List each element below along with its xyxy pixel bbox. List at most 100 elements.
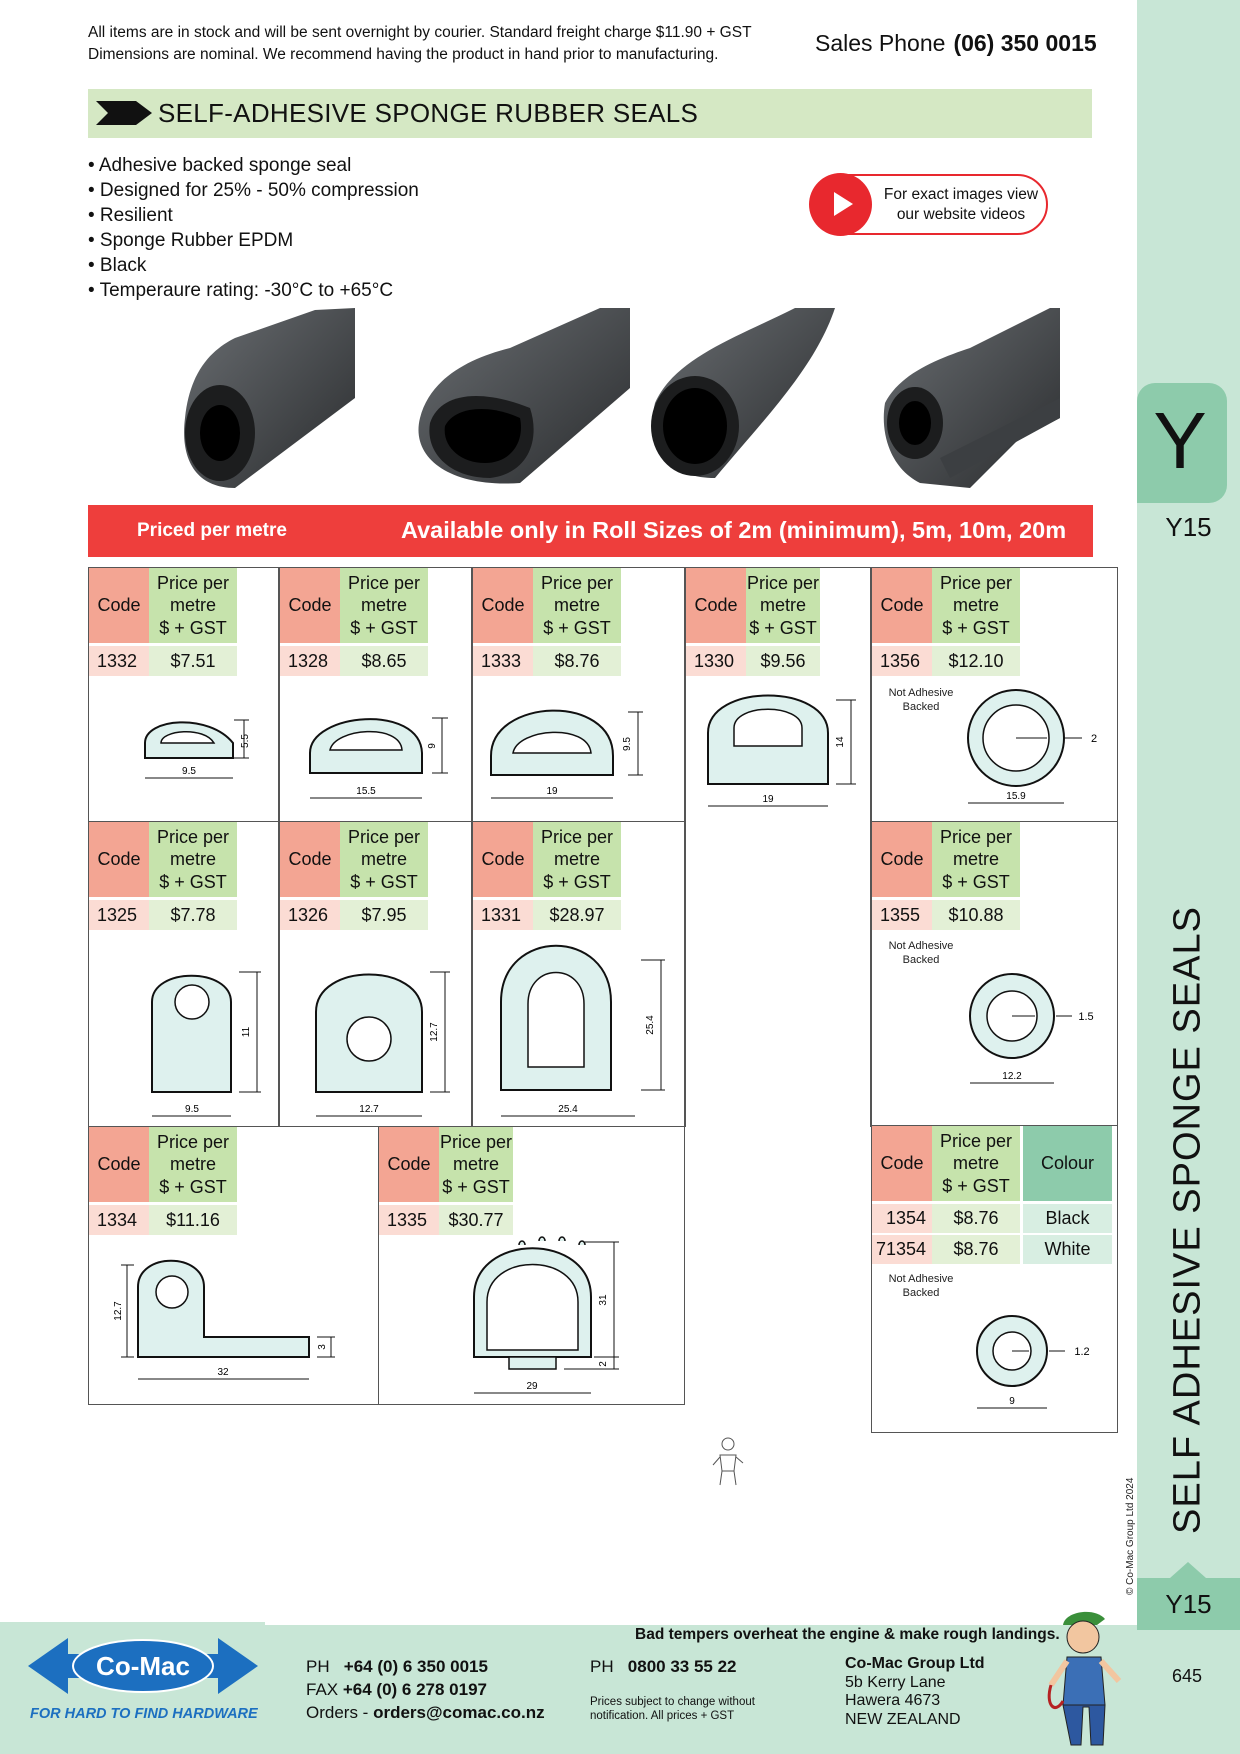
page-code-top: Y15	[1165, 512, 1212, 542]
dimension-label: 12.7	[359, 1104, 379, 1115]
title-bar: SELF-ADHESIVE SPONGE RUBBER SEALS	[88, 89, 1092, 138]
code-header: Code	[872, 568, 932, 643]
footer-tagline: Bad tempers overheat the engine & make r…	[635, 1626, 1060, 1643]
product-code: 1335	[379, 1205, 439, 1235]
dimensions-note: Dimensions are nominal. We recommend hav…	[88, 46, 719, 63]
product-code: 1333	[473, 646, 533, 676]
dimension-label: 9.5	[182, 766, 196, 777]
profile-diagram: 14 19	[707, 694, 856, 807]
product-code: 1356	[872, 646, 932, 676]
dimension-label: 9.5	[185, 1104, 199, 1115]
code-header: Code	[89, 822, 149, 897]
product-code: 1331	[473, 900, 533, 930]
code-header: Code	[89, 568, 149, 643]
dimension-label: 9	[1009, 1396, 1015, 1407]
product-code: 1332	[89, 646, 149, 676]
logo-slogan: FOR HARD TO FIND HARDWARE	[30, 1706, 258, 1720]
video-label: For exact images view	[883, 186, 1039, 203]
dimension-label: 32	[217, 1367, 229, 1378]
product-price: $10.88	[932, 900, 1020, 930]
profile-diagram: 9.5 19	[490, 709, 643, 799]
product-code: 1328	[280, 646, 340, 676]
product-code: 1330	[686, 646, 746, 676]
page-number: 645	[1172, 1666, 1203, 1686]
dimension-label: 5.5	[240, 734, 251, 748]
feature-item: • Temperaure rating: -30°C to +65°C	[88, 280, 394, 301]
dimension-label: 14	[835, 736, 846, 748]
footer-phone-2: PH 0800 33 55 22	[590, 1657, 737, 1676]
seal-photo	[184, 308, 355, 488]
feature-item: • Black	[88, 255, 147, 276]
bottom-page-tab: Y15	[1137, 1562, 1240, 1630]
code-header: Code	[280, 568, 340, 643]
feature-item: • Resilient	[88, 205, 173, 226]
product-price: $28.97	[533, 900, 621, 930]
code-header: Code	[872, 1126, 932, 1201]
product-price: $11.16	[149, 1205, 237, 1235]
dimension-label: 2	[1091, 733, 1097, 745]
dimension-label: 29	[526, 1381, 538, 1392]
product-price: $7.78	[149, 900, 237, 930]
comac-logo[interactable]: Co-Mac FOR HARD TO FIND HARDWARE	[28, 1628, 258, 1720]
dimension-label: 25.4	[645, 1015, 656, 1035]
footer-orders: Orders - orders@comac.co.nz	[306, 1703, 545, 1722]
profile-diagram: 2 15.9	[967, 689, 1097, 804]
product-code: 1325	[89, 900, 149, 930]
sales-number: (06) 350 0015	[953, 30, 1097, 56]
footer	[0, 1625, 1240, 1754]
footer-phone: PH +64 (0) 6 350 0015	[306, 1657, 488, 1676]
profile-diagram: 1.5 12.2	[969, 973, 1094, 1084]
dimension-label: 1.5	[1078, 1011, 1093, 1023]
logo-text: Co-Mac	[96, 1651, 190, 1681]
dimension-label: 19	[762, 794, 774, 805]
vertical-title: SELF ADHESIVE SPONGE SEALS	[1166, 906, 1209, 1534]
code-header: Code	[872, 822, 932, 897]
empty-cell	[685, 821, 871, 1127]
product-code: 71354	[872, 1235, 932, 1264]
product-code: 1355	[872, 900, 932, 930]
dimension-label: 12.7	[429, 1022, 440, 1042]
dimension-label: 3	[317, 1344, 328, 1350]
section-tab: Y	[1137, 383, 1227, 503]
product-price: $30.77	[439, 1205, 513, 1235]
product-price: $7.51	[149, 646, 237, 676]
page-title: SELF-ADHESIVE SPONGE RUBBER SEALS	[158, 98, 699, 128]
dimension-label: 9	[427, 743, 438, 749]
dimension-label: 2	[598, 1361, 609, 1367]
product-colour: Black	[1023, 1204, 1112, 1233]
dimension-label: 11	[241, 1026, 252, 1037]
sales-label: Sales Phone	[815, 30, 946, 56]
seal-photo	[651, 308, 835, 478]
copyright: © Co-Mac Group Ltd 2024	[1125, 1477, 1136, 1595]
banner-right: Available only in Roll Sizes of 2m (mini…	[401, 517, 1067, 543]
profile-diagram: 25.4 25.4	[500, 944, 665, 1117]
profile-diagram: 9 15.5	[309, 717, 448, 799]
seal-photo	[883, 308, 1060, 488]
feature-item: • Sponge Rubber EPDM	[88, 230, 294, 251]
product-price: $8.76	[932, 1204, 1020, 1233]
mascot-sketch-icon	[712, 1437, 744, 1486]
dimension-label: 15.5	[356, 786, 376, 797]
dimension-label: 15.9	[1006, 791, 1026, 802]
product-price: $8.76	[932, 1235, 1020, 1264]
price-banner: Priced per metre Available only in Roll …	[88, 505, 1093, 557]
